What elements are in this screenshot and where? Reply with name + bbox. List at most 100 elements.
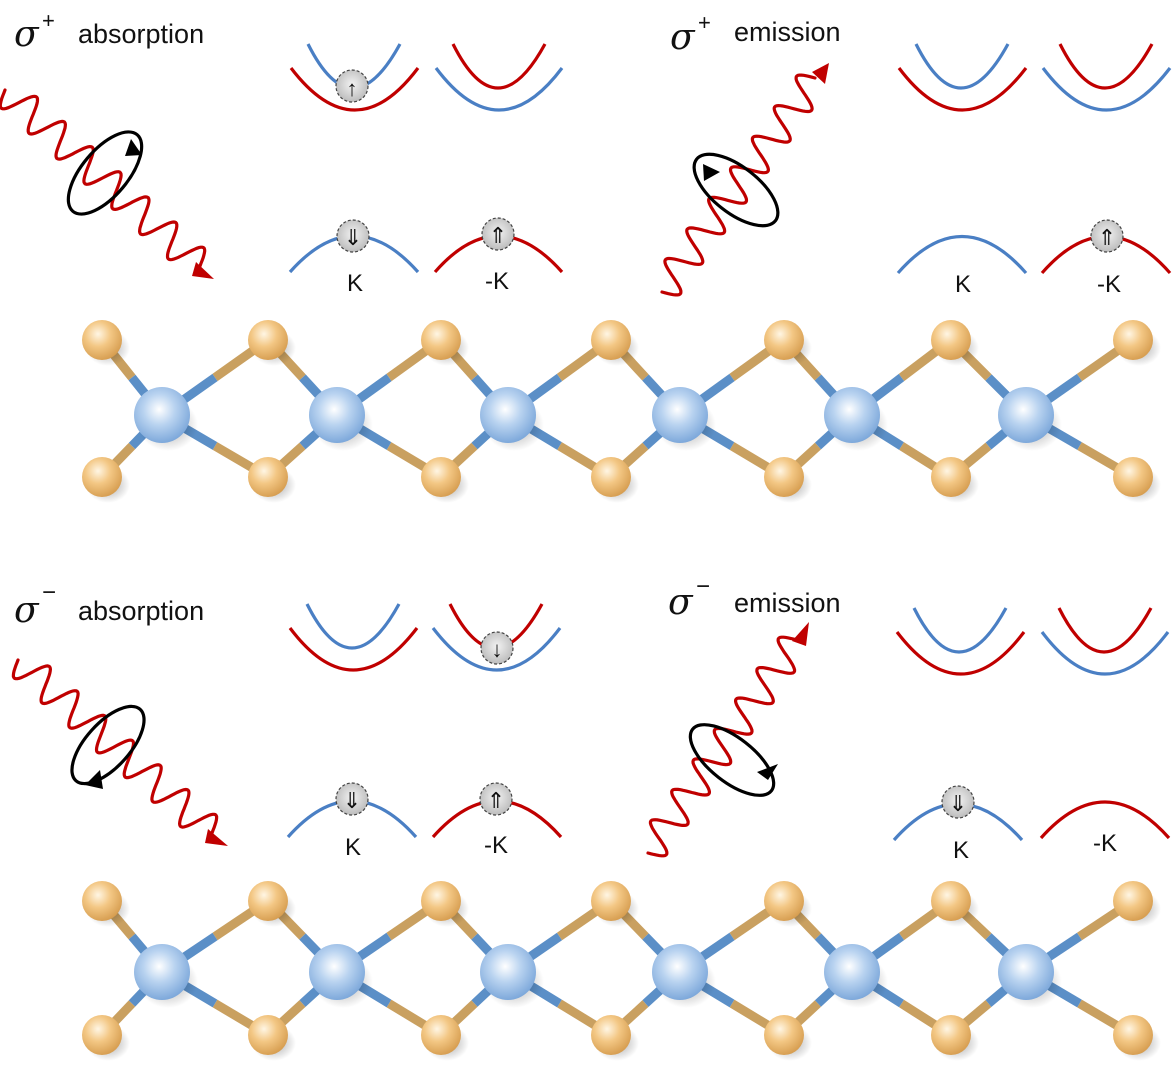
arrowhead-icon [812,63,829,84]
svg-text:emission: emission [734,17,841,47]
valley-label-k: K [345,834,361,861]
valley-label-k: K [953,837,969,864]
valley-label-minus-k: -K [484,832,508,859]
chalcogen-atom [591,320,639,366]
circular-polarization-icon [692,152,780,228]
chalcogen-atom [82,320,130,366]
bottom-emission-title: σ − emission [668,573,841,623]
top-panel: σ + absorption σ + emission [0,8,1172,503]
chalcogen-atom [764,457,812,503]
valley-label-minus-k: -K [485,268,509,295]
chalcogen-atom [248,881,296,927]
chalcogen-atom [248,320,296,366]
valley-label-minus-k: -K [1097,271,1121,298]
svg-text:absorption: absorption [78,19,204,49]
circular-polarization-icon [66,130,144,216]
spin-up-hole-icon: ⇑ [479,782,513,816]
svg-text:+: + [698,10,711,35]
spin-up-hole-icon: ⇑ [1090,219,1124,253]
top-monolayer-lattice [82,320,1161,503]
spin-up-electron-icon: ↑ [335,69,369,103]
chalcogen-atom [82,881,130,927]
metal-atom [134,944,198,1008]
svg-text:↓: ↓ [492,637,503,662]
chalcogen-atom [591,881,639,927]
chalcogen-atom [421,320,469,366]
chalcogen-atom [1113,320,1161,366]
bottom-absorption-title: σ − absorption [14,579,204,631]
metal-atom [309,387,373,451]
svg-text:⇓: ⇓ [343,788,361,813]
chalcogen-atom [82,457,130,503]
svg-text:σ: σ [668,582,694,623]
top-absorption-title: σ + absorption [14,8,204,55]
metal-atom [998,944,1062,1008]
chalcogen-atom [591,457,639,503]
metal-atom [134,387,198,451]
svg-text:emission: emission [734,588,841,618]
chalcogen-atom [421,457,469,503]
chalcogen-atom [1113,457,1161,503]
svg-text:⇓: ⇓ [344,225,362,250]
svg-text:σ: σ [14,590,40,631]
chalcogen-atom [421,881,469,927]
metal-atom [480,387,544,451]
top-absorption-photon [0,88,214,279]
svg-text:−: − [42,579,56,606]
svg-text:⇓: ⇓ [949,791,967,816]
bottom-absorption-bands: ↓ ⇓ ⇑ K -K [286,603,563,861]
chalcogen-atom [421,1015,469,1061]
svg-text:σ: σ [670,17,696,58]
top-emission-bands: ⇑ K -K [896,43,1172,298]
metal-atom [309,944,373,1008]
valley-label-k: K [347,270,363,297]
valley-label-k: K [955,271,971,298]
svg-text:−: − [696,573,710,600]
bottom-emission-bands: ⇓ K -K [892,607,1171,864]
svg-text:⇑: ⇑ [489,223,507,248]
metal-atom [824,944,888,1008]
arrowhead-icon [192,262,214,279]
metal-atom [998,387,1062,451]
rotation-arrow-icon [703,164,720,181]
circular-polarization-icon [688,723,776,797]
chalcogen-atom [764,320,812,366]
svg-text:⇑: ⇑ [487,788,505,813]
chalcogen-atom [931,881,979,927]
spin-down-electron-icon: ↓ [480,631,514,665]
svg-text:⇑: ⇑ [1098,225,1116,250]
chalcogen-atom [82,1015,130,1061]
svg-text:↑: ↑ [347,76,358,101]
rotation-arrow-icon [125,139,142,156]
svg-text:absorption: absorption [78,596,204,626]
valley-label-minus-k: -K [1093,830,1117,857]
metal-atom [652,387,716,451]
top-absorption-bands: ↑ ⇓ ⇑ K -K [288,43,564,297]
chalcogen-atom [1113,881,1161,927]
rotation-arrow-icon [85,770,103,789]
top-emission-title: σ + emission [670,10,841,58]
chalcogen-atom [931,457,979,503]
bottom-emission-photon [646,622,809,858]
chalcogen-atom [764,881,812,927]
spin-down-hole-icon: ⇓ [336,219,370,253]
svg-text:+: + [42,8,55,33]
chalcogen-atom [248,1015,296,1061]
chalcogen-atom [248,457,296,503]
bottom-panel: σ − absorption σ − emission [11,573,1171,1061]
bottom-absorption-photon [11,658,228,846]
metal-atom [652,944,716,1008]
top-emission-photon [660,63,829,297]
bottom-monolayer-lattice [82,881,1161,1061]
chalcogen-atom [931,320,979,366]
arrowhead-icon [792,622,809,646]
spin-down-hole-icon: ⇓ [941,785,975,819]
circular-polarization-icon [70,704,146,786]
spin-up-hole-icon: ⇑ [481,217,515,251]
chalcogen-atom [764,1015,812,1061]
arrowhead-icon [205,829,228,846]
metal-atom [480,944,544,1008]
rotation-arrow-icon [757,764,778,780]
